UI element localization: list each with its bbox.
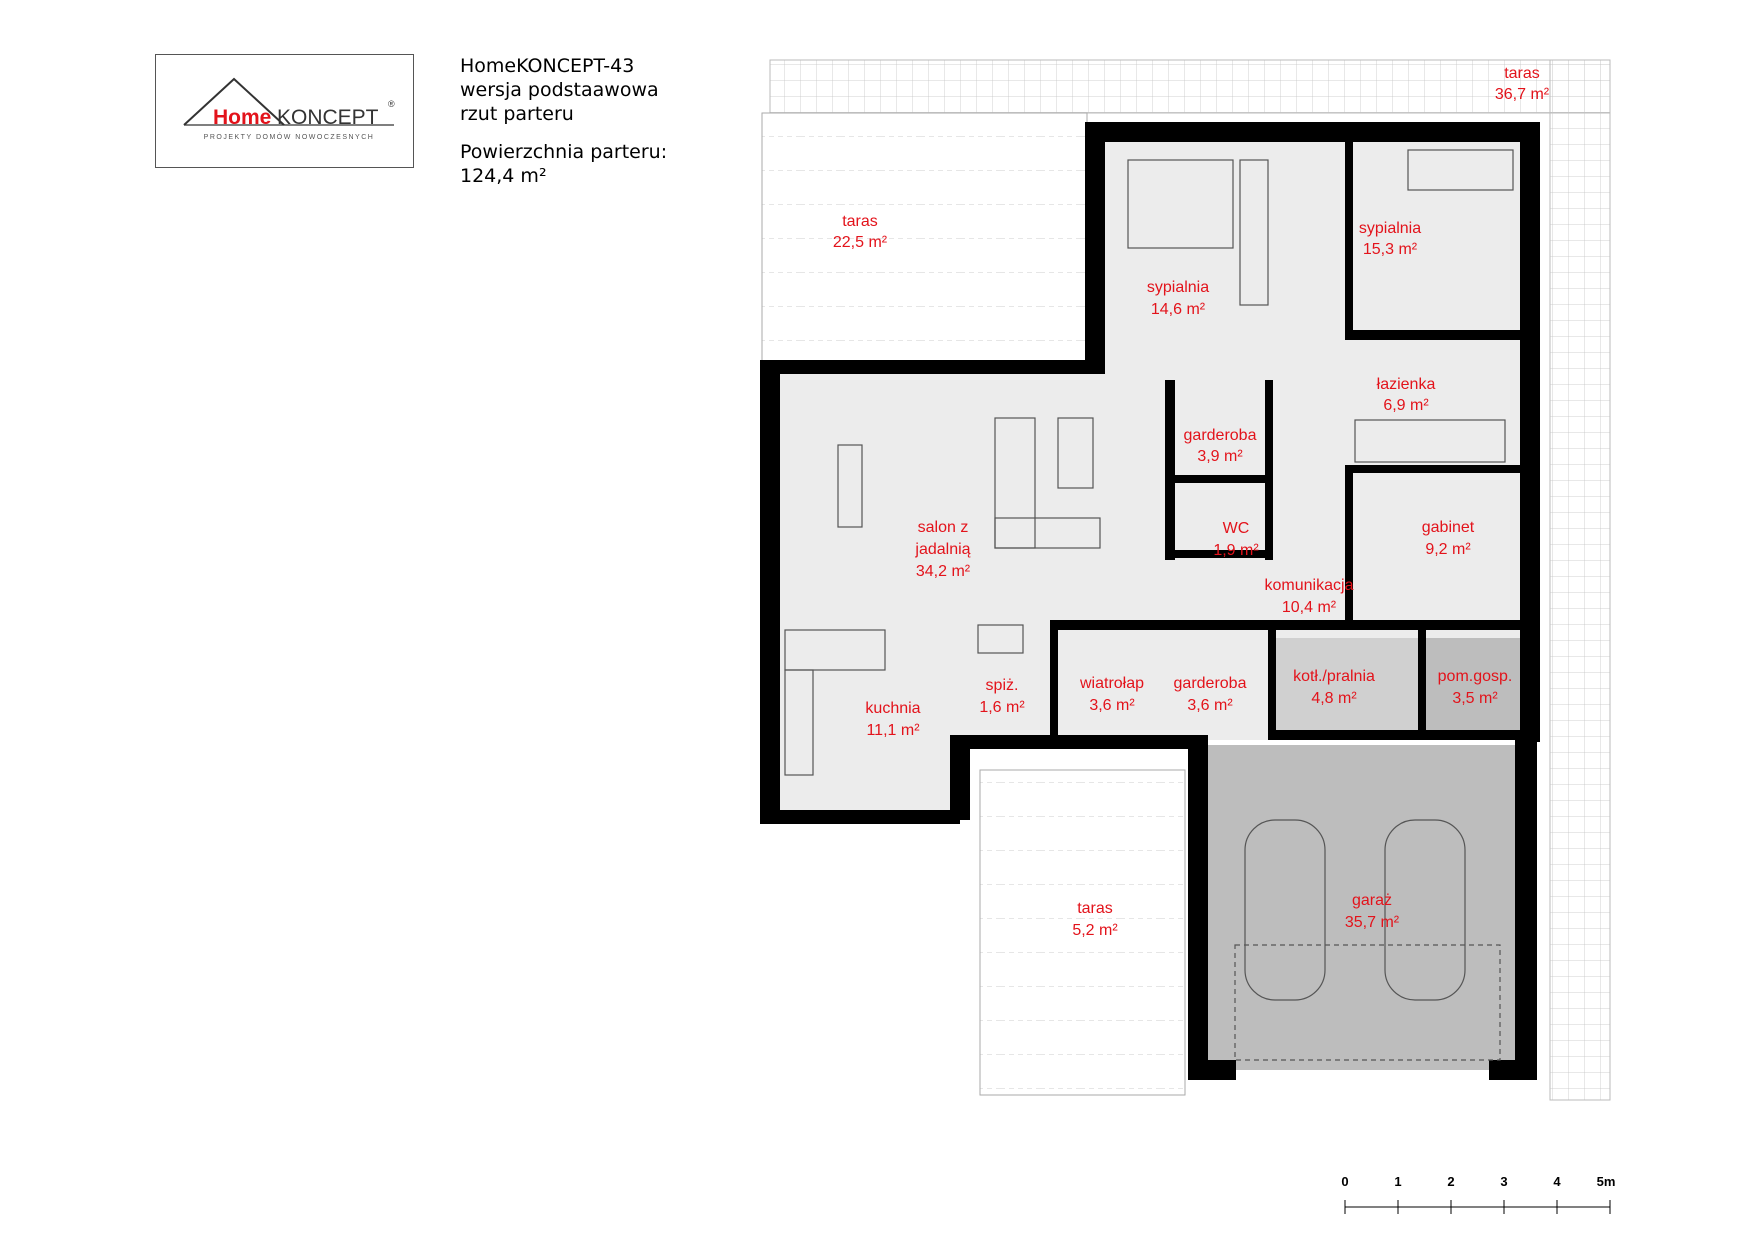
salon-area: 34,2 m² — [916, 563, 971, 580]
garderoba2-name: garderoba — [1174, 675, 1247, 692]
taras-bottom-area: 5,2 m² — [1072, 922, 1118, 939]
sypialnia1-name: sypialnia — [1147, 279, 1209, 296]
salon-line1: salon z — [918, 519, 969, 536]
sypialnia2-name: sypialnia — [1359, 220, 1421, 237]
logo-mark: Home KONCEPT ® PROJEKTY DOMÓW NOWOCZESNY… — [183, 77, 395, 141]
terrace-bottom — [979, 769, 1186, 1096]
scale-tick-2: 2 — [1447, 1174, 1454, 1189]
boiler-floor — [1268, 638, 1418, 738]
scale-bar: 0 1 2 3 4 5m — [1341, 1174, 1615, 1214]
wiatrolap-area: 3,6 m² — [1089, 697, 1135, 714]
logo-home: Home — [213, 106, 271, 129]
project-version: wersja podstaawowa — [460, 79, 659, 101]
pomgosp-area: 3,5 m² — [1452, 690, 1498, 707]
logo-registered: ® — [388, 99, 395, 109]
garaz-name: garaż — [1352, 892, 1392, 909]
room-labels: taras 36,7 m² taras 22,5 m² sypialnia 14… — [833, 65, 1550, 939]
project-title: HomeKONCEPT-43 — [460, 55, 635, 77]
sypialnia2-area: 15,3 m² — [1363, 241, 1418, 258]
spiz-name: spiż. — [986, 677, 1019, 694]
walls — [760, 122, 1540, 1080]
area-value: 124,4 m² — [460, 165, 547, 187]
scale-tick-4: 4 — [1553, 1174, 1561, 1189]
terrace-right-strip — [1549, 59, 1611, 1101]
taras-top-area: 36,7 m² — [1495, 86, 1550, 103]
logo-tagline: PROJEKTY DOMÓW NOWOCZESNYCH — [204, 132, 375, 141]
komunikacja-area: 10,4 m² — [1282, 599, 1337, 616]
scale-tick-3: 3 — [1500, 1174, 1507, 1189]
logo-koncept: KONCEPT — [277, 106, 379, 129]
taras-left-name: taras — [842, 213, 878, 230]
wc-area: 1,9 m² — [1213, 542, 1259, 559]
garderoba1-area: 3,9 m² — [1197, 448, 1243, 465]
kitchen-floor — [770, 630, 960, 815]
garderoba2-area: 3,6 m² — [1187, 697, 1233, 714]
gabinet-area: 9,2 m² — [1425, 541, 1471, 558]
kuchnia-name: kuchnia — [865, 700, 920, 717]
garaz-area: 35,7 m² — [1345, 914, 1400, 931]
lazienka-name: łazienka — [1377, 376, 1436, 393]
garage-floor — [1208, 745, 1535, 1070]
wiatrolap-name: wiatrołap — [1079, 675, 1144, 692]
taras-left-area: 22,5 m² — [833, 234, 888, 251]
wc-name: WC — [1223, 520, 1250, 537]
taras-top-name: taras — [1504, 65, 1540, 82]
scale-tick-0: 0 — [1341, 1174, 1348, 1189]
plan-view: rzut parteru — [460, 103, 574, 125]
taras-bottom-name: taras — [1077, 900, 1113, 917]
pomgosp-name: pom.gosp. — [1438, 668, 1513, 685]
logo-box: Home KONCEPT ® PROJEKTY DOMÓW NOWOCZESNY… — [155, 54, 414, 168]
gabinet-name: gabinet — [1422, 519, 1475, 536]
kotl-area: 4,8 m² — [1311, 690, 1357, 707]
scale-tick-5: 5m — [1597, 1174, 1616, 1189]
sypialnia1-area: 14,6 m² — [1151, 301, 1206, 318]
spiz-area: 1,6 m² — [979, 699, 1025, 716]
furniture — [784, 149, 1514, 1061]
utility-floor — [1424, 638, 1531, 738]
terrace-left — [761, 112, 1088, 369]
plan-info: HomeKONCEPT-43 wersja podstaawowa rzut p… — [460, 54, 667, 188]
lazienka-area: 6,9 m² — [1383, 397, 1429, 414]
terrace-top-right — [769, 59, 1611, 114]
area-label: Powierzchnia parteru: — [460, 141, 668, 163]
scale-tick-1: 1 — [1394, 1174, 1401, 1189]
garderoba1-name: garderoba — [1184, 427, 1257, 444]
kuchnia-area: 11,1 m² — [866, 722, 920, 739]
salon-line2: jadalnią — [914, 541, 970, 558]
komunikacja-name: komunikacja — [1265, 577, 1354, 594]
kotl-name: kotł./pralnia — [1293, 668, 1375, 685]
